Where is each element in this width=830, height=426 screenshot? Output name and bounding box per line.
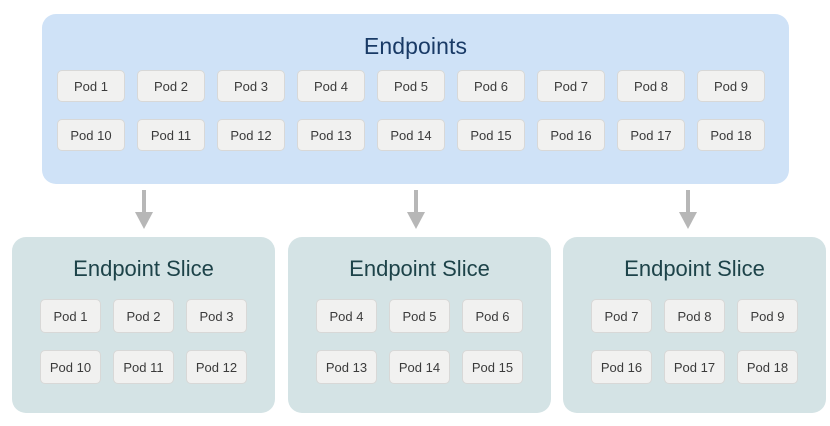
pod-chip: Pod 5 bbox=[377, 70, 445, 102]
pod-chip: Pod 14 bbox=[377, 119, 445, 151]
pod-chip: Pod 6 bbox=[457, 70, 525, 102]
pod-chip: Pod 7 bbox=[537, 70, 605, 102]
pod-chip: Pod 17 bbox=[664, 350, 725, 384]
endpoints-pod-row: Pod 10 Pod 11 Pod 12 Pod 13 Pod 14 Pod 1… bbox=[57, 119, 774, 151]
pod-chip: Pod 9 bbox=[697, 70, 765, 102]
pod-chip: Pod 5 bbox=[389, 299, 450, 333]
pod-chip: Pod 15 bbox=[462, 350, 523, 384]
endpoint-slice-pod-row: Pod 16 Pod 17 Pod 18 bbox=[591, 350, 798, 384]
endpoint-slice-pod-grid: Pod 7 Pod 8 Pod 9 Pod 16 Pod 17 Pod 18 bbox=[591, 299, 798, 384]
pod-chip: Pod 4 bbox=[316, 299, 377, 333]
pod-chip: Pod 11 bbox=[137, 119, 205, 151]
arrow-down-icon bbox=[133, 190, 155, 230]
endpoints-pod-grid: Pod 1 Pod 2 Pod 3 Pod 4 Pod 5 Pod 6 Pod … bbox=[57, 70, 774, 151]
endpoint-slice-pod-grid: Pod 1 Pod 2 Pod 3 Pod 10 Pod 11 Pod 12 bbox=[40, 299, 247, 384]
pod-chip: Pod 4 bbox=[297, 70, 365, 102]
arrow-down-icon bbox=[405, 190, 427, 230]
arrow-down-icon bbox=[677, 190, 699, 230]
pod-chip: Pod 2 bbox=[137, 70, 205, 102]
pod-chip: Pod 3 bbox=[217, 70, 285, 102]
pod-chip: Pod 1 bbox=[40, 299, 101, 333]
endpoint-slice-pod-row: Pod 1 Pod 2 Pod 3 bbox=[40, 299, 247, 333]
pod-chip: Pod 10 bbox=[40, 350, 101, 384]
pod-chip: Pod 10 bbox=[57, 119, 125, 151]
endpoint-slice-pod-grid: Pod 4 Pod 5 Pod 6 Pod 13 Pod 14 Pod 15 bbox=[316, 299, 523, 384]
pod-chip: Pod 16 bbox=[537, 119, 605, 151]
endpoint-slice-title: Endpoint Slice bbox=[349, 256, 490, 281]
endpoint-slice-pod-row: Pod 13 Pod 14 Pod 15 bbox=[316, 350, 523, 384]
pod-chip: Pod 13 bbox=[297, 119, 365, 151]
endpoint-slice-pod-row: Pod 4 Pod 5 Pod 6 bbox=[316, 299, 523, 333]
pod-chip: Pod 6 bbox=[462, 299, 523, 333]
endpoints-pod-row: Pod 1 Pod 2 Pod 3 Pod 4 Pod 5 Pod 6 Pod … bbox=[57, 70, 774, 102]
pod-chip: Pod 1 bbox=[57, 70, 125, 102]
pod-chip: Pod 17 bbox=[617, 119, 685, 151]
endpoint-slice-title: Endpoint Slice bbox=[624, 256, 765, 281]
endpoints-container: Endpoints Pod 1 Pod 2 Pod 3 Pod 4 Pod 5 … bbox=[42, 14, 789, 184]
pod-chip: Pod 11 bbox=[113, 350, 174, 384]
pod-chip: Pod 14 bbox=[389, 350, 450, 384]
pod-chip: Pod 18 bbox=[697, 119, 765, 151]
pod-chip: Pod 8 bbox=[664, 299, 725, 333]
endpoint-slice-container-3: Endpoint Slice Pod 7 Pod 8 Pod 9 Pod 16 … bbox=[563, 237, 826, 413]
pod-chip: Pod 12 bbox=[217, 119, 285, 151]
pod-chip: Pod 9 bbox=[737, 299, 798, 333]
pod-chip: Pod 8 bbox=[617, 70, 685, 102]
pod-chip: Pod 12 bbox=[186, 350, 247, 384]
pod-chip: Pod 13 bbox=[316, 350, 377, 384]
pod-chip: Pod 16 bbox=[591, 350, 652, 384]
endpoint-slice-pod-row: Pod 10 Pod 11 Pod 12 bbox=[40, 350, 247, 384]
endpoint-slice-container-2: Endpoint Slice Pod 4 Pod 5 Pod 6 Pod 13 … bbox=[288, 237, 551, 413]
endpoint-slice-container-1: Endpoint Slice Pod 1 Pod 2 Pod 3 Pod 10 … bbox=[12, 237, 275, 413]
pod-chip: Pod 18 bbox=[737, 350, 798, 384]
endpoint-slice-title: Endpoint Slice bbox=[73, 256, 214, 281]
endpoints-title: Endpoints bbox=[363, 33, 468, 59]
pod-chip: Pod 2 bbox=[113, 299, 174, 333]
pod-chip: Pod 15 bbox=[457, 119, 525, 151]
endpoint-slice-pod-row: Pod 7 Pod 8 Pod 9 bbox=[591, 299, 798, 333]
pod-chip: Pod 7 bbox=[591, 299, 652, 333]
pod-chip: Pod 3 bbox=[186, 299, 247, 333]
